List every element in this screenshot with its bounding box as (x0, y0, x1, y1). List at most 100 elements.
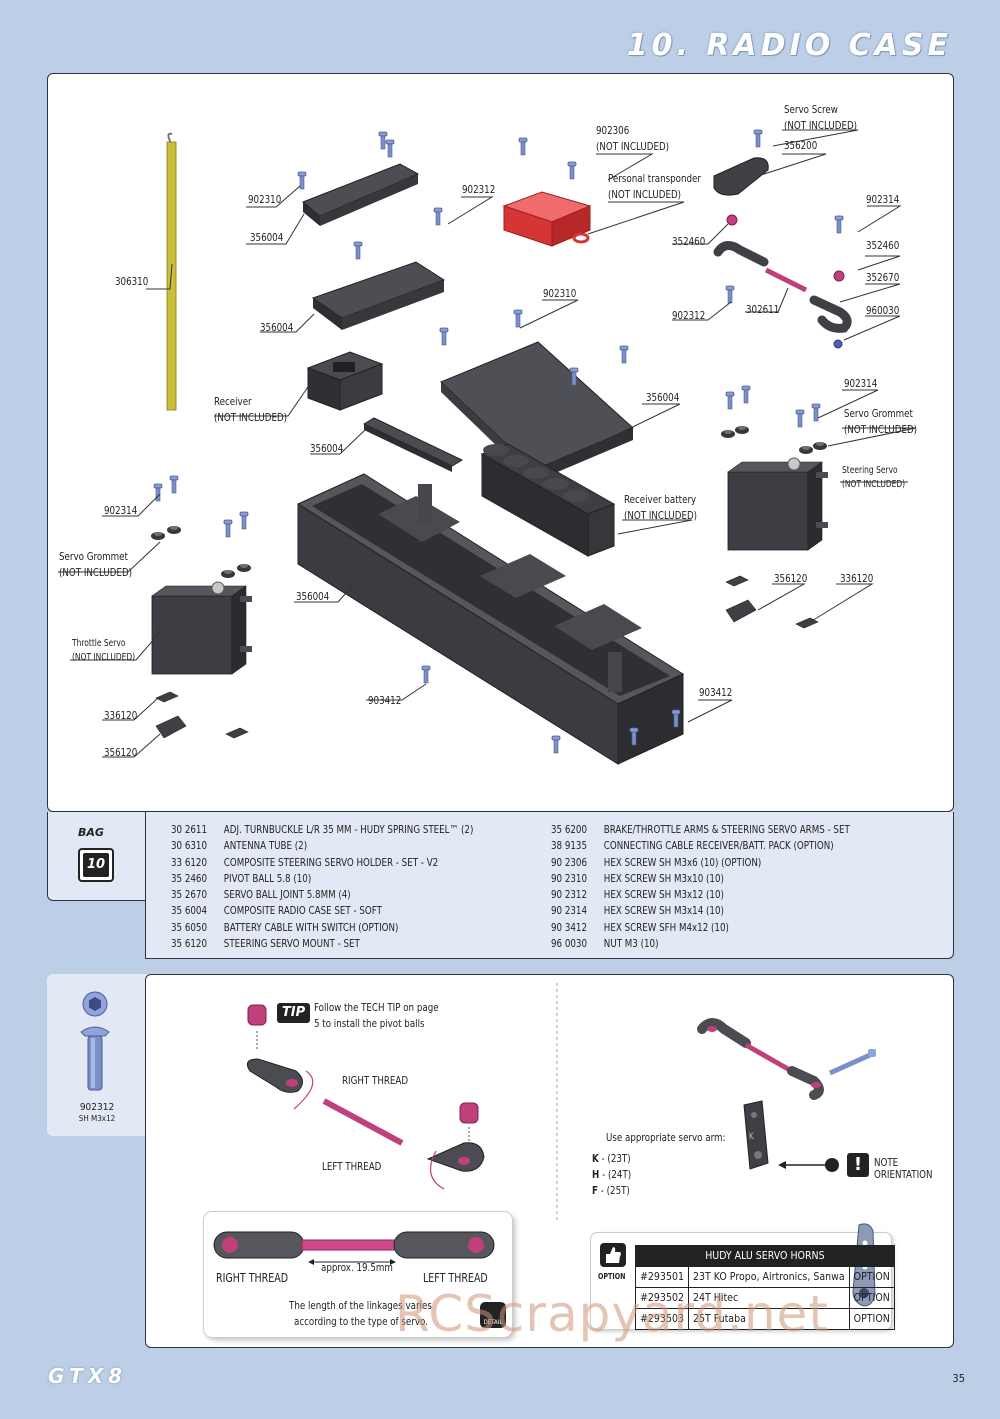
hex-screw-icon (80, 991, 110, 1091)
callout-902310-lid: 902310 (248, 193, 282, 206)
callout-throttle-servo: Throttle Servo (72, 638, 126, 649)
callout-356004-lid: 356004 (250, 231, 284, 244)
callout-336120-right: 336120 (840, 572, 874, 585)
option-badge: OPTION (598, 1272, 626, 1281)
callout-receiver-battery: Receiver battery (624, 493, 697, 506)
callout-902314-right: 902314 (844, 377, 878, 390)
detail-note-line1: The length of the linkages varies (289, 1299, 432, 1312)
thumbs-up-icon (600, 1243, 626, 1267)
page-number: 35 (952, 1372, 965, 1385)
callout-352460-right: 352460 (866, 239, 900, 252)
callout-grommet-right: Servo Grommet (844, 407, 913, 420)
callout-352670: 352670 (866, 271, 900, 284)
callout-transponder-note: (NOT INCLUDED) (608, 188, 682, 201)
callout-902312-top: 902312 (462, 183, 496, 196)
note-label-line1: NOTE (874, 1156, 899, 1169)
arm-h: H - (24T) (592, 1168, 632, 1181)
tip-text-line1: Follow the TECH TIP on page (314, 1001, 439, 1014)
callout-grommet-left-note: (NOT INCLUDED) (59, 566, 133, 579)
table-header: HUDY ALU SERVO HORNS (635, 1245, 895, 1267)
callout-servo-screw-note: (NOT INCLUDED) (784, 119, 858, 132)
callout-903412-right: 903412 (699, 686, 733, 699)
callout-receiver-battery-note: (NOT INCLUDED) (624, 509, 698, 522)
callout-902310-mid: 902310 (543, 287, 577, 300)
right-thread-label: RIGHT THREAD (342, 1074, 409, 1087)
detail-box: RIGHT THREAD approx. 19.5mm LEFT THREAD … (204, 1212, 512, 1337)
detail-left-thread: LEFT THREAD (423, 1271, 488, 1285)
note-icon: ! (847, 1153, 869, 1177)
bag-icon: 10 (78, 848, 114, 882)
use-servo-arm-text: Use appropriate servo arm: (606, 1131, 726, 1144)
callout-902306: 902306 (596, 124, 630, 137)
callout-steering-servo: Steering Servo (842, 465, 898, 476)
tip-badge: TIP (277, 1003, 310, 1023)
callout-356004-case: 356004 (296, 590, 330, 603)
exploded-diagram (58, 129, 917, 765)
bag-number: 10 (83, 853, 109, 877)
callout-transponder: Personal transponder (608, 172, 701, 185)
detail-badge: DETAIL (480, 1302, 506, 1328)
detail-approx-length: approx. 19.5mm (321, 1261, 393, 1274)
footer-logo: GTX8 (48, 1364, 128, 1388)
callout-steering-servo-note: (NOT INCLUDED) (842, 479, 906, 490)
screw-spec: SH M3x12 (78, 1114, 116, 1123)
tip-text-line2: 5 to install the pivot balls (314, 1017, 425, 1030)
bag-panel: BAG 10 (47, 812, 147, 901)
callout-356120-right: 356120 (774, 572, 808, 585)
detail-right-thread: RIGHT THREAD (216, 1271, 289, 1285)
callout-902306-note: (NOT INCLUDED) (596, 140, 670, 153)
callout-356004-lid2: 356004 (646, 391, 680, 404)
callout-throttle-servo-note: (NOT INCLUDED) (72, 652, 136, 663)
arm-f: F - (25T) (592, 1184, 630, 1197)
callout-902314-left: 902314 (104, 504, 138, 517)
tech-tip-panel: TIP Follow the TECH TIP on page 5 to ins… (145, 974, 954, 1348)
callout-356120-left: 356120 (104, 746, 138, 759)
table-header-row: HUDY ALU SERVO HORNS (635, 1245, 895, 1267)
exploded-diagram-panel: 306310 902310 356004 902312 902306 (NOT … (47, 73, 954, 812)
callout-356004-mid: 356004 (260, 321, 294, 334)
callout-grommet-left: Servo Grommet (59, 550, 128, 563)
linkage-assembly-illustration (246, 983, 876, 1223)
watermark: RCScrapyard.net (395, 1285, 829, 1343)
page-title: 10. RADIO CASE (626, 28, 952, 63)
callout-356004-strip: 356004 (310, 442, 344, 455)
callout-306310: 306310 (115, 275, 149, 288)
bag-label: BAG (78, 826, 104, 839)
callout-902312-link: 902312 (672, 309, 706, 322)
detail-note-line2: according to the type of servo. (294, 1315, 428, 1328)
callout-356200: 356200 (784, 139, 818, 152)
callout-902314-top: 902314 (866, 193, 900, 206)
callout-servo-screw: Servo Screw (784, 103, 838, 116)
callout-336120-left: 336120 (104, 709, 138, 722)
linkage-length-illustration (213, 1231, 495, 1265)
callout-903412-left: 903412 (368, 694, 402, 707)
callout-grommet-right-note: (NOT INCLUDED) (844, 423, 918, 436)
note-label-line2: ORIENTATION (874, 1168, 933, 1181)
callout-receiver-note: (NOT INCLUDED) (214, 411, 288, 424)
callout-352460-left: 352460 (672, 235, 706, 248)
callout-receiver: Receiver (214, 395, 252, 408)
